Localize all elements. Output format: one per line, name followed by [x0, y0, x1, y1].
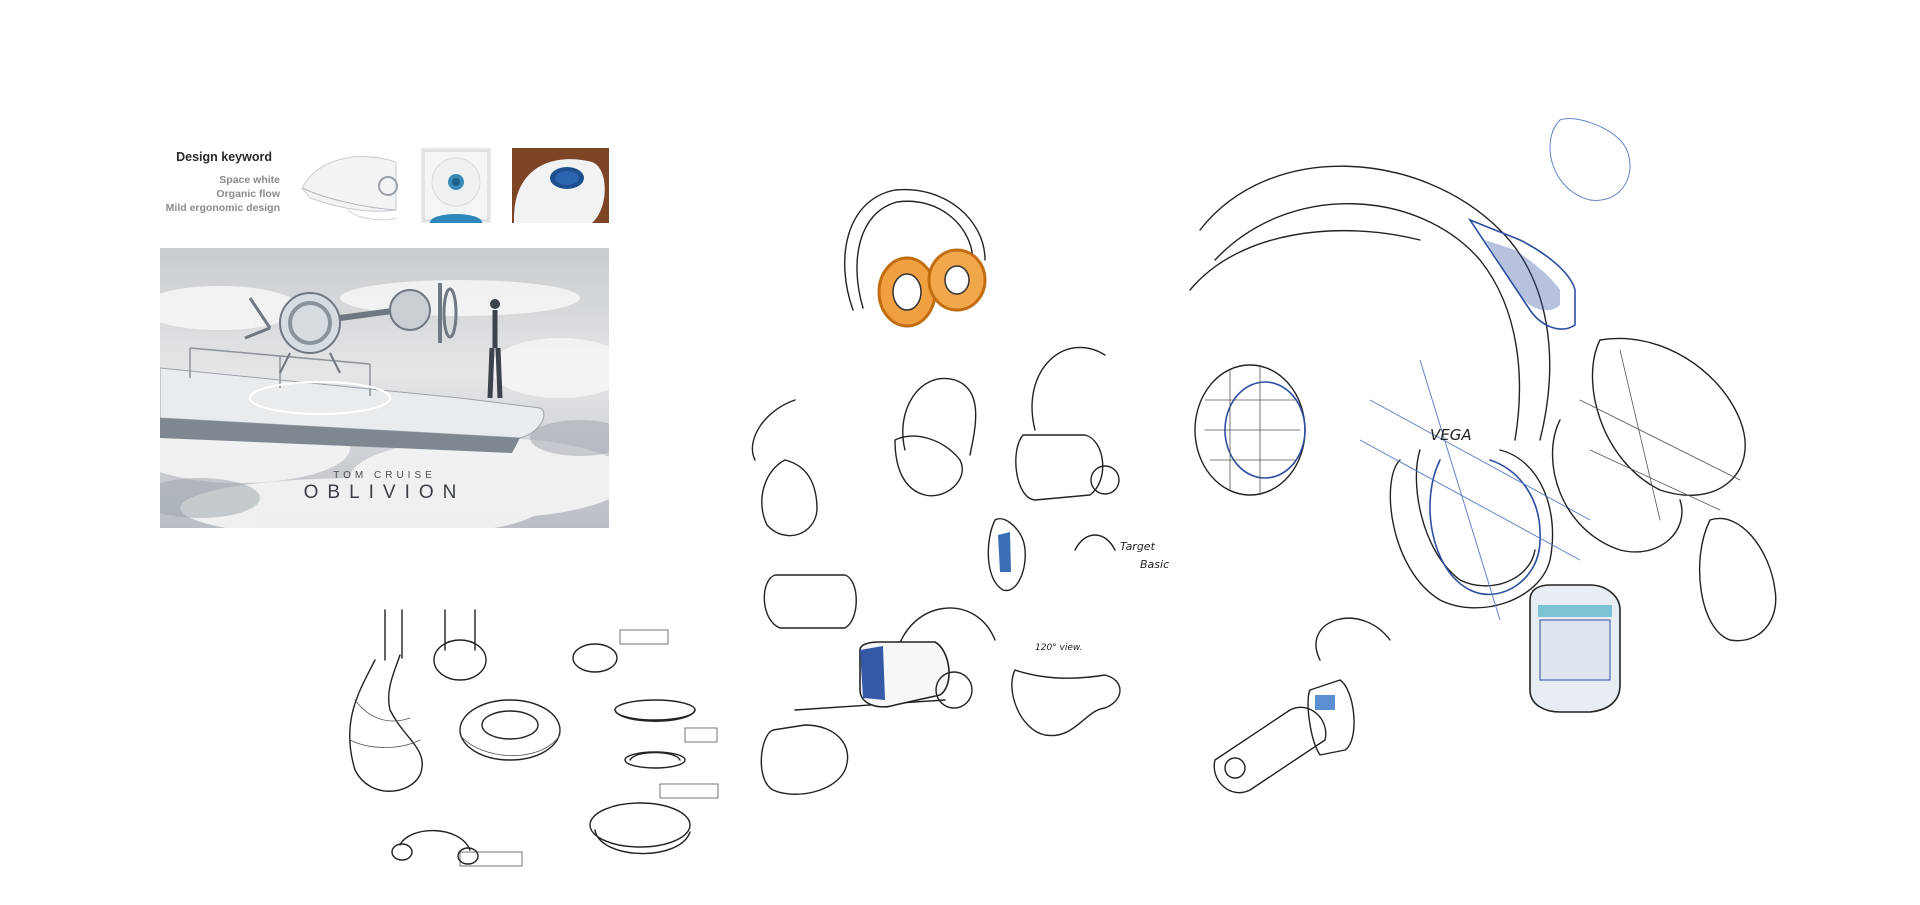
- annotation-basic: Basic: [1140, 558, 1169, 571]
- blue-clip-sketch: [1467, 118, 1631, 330]
- stacked-earpiece-sketches: [1551, 337, 1777, 642]
- annotation-target: Target: [1120, 540, 1156, 553]
- poster-title: OBLIVION: [303, 482, 466, 503]
- keyword-item: Organic flow: [216, 188, 280, 200]
- blue-screen-earpiece-sketch: [1529, 584, 1621, 713]
- reference-thumb-mouse: [512, 148, 609, 223]
- keyword-item: Space white: [219, 174, 280, 186]
- annotation-120-view: 120° view.: [1035, 643, 1083, 653]
- earbud-pair-sketch: [391, 829, 479, 865]
- reference-thumb-speaker: [421, 148, 491, 223]
- concept-sketch-group-center: 120° view.: [751, 188, 1121, 795]
- blue-earpiece-sketch: [859, 607, 996, 709]
- ear-cushion-sketch: [1194, 364, 1306, 496]
- reference-thumb-white-device: [298, 148, 398, 223]
- concept-sketch-group-left: [348, 609, 719, 867]
- earhook-sketches: [751, 377, 977, 795]
- oblivion-movie-poster: TOM CRUISE OBLIVION: [160, 248, 609, 528]
- keyword-item: Mild ergonomic design: [165, 202, 280, 214]
- disc-device-sketches: [459, 629, 719, 867]
- concept-sketch-group-right: VEGA Target Basic: [1120, 118, 1777, 794]
- headphone-sketch: [843, 188, 987, 328]
- cylinder-earpiece-sketch: [1213, 617, 1391, 794]
- annotation-vega: VEGA: [1430, 426, 1472, 444]
- neckband-sketch: [348, 609, 423, 792]
- design-keyword-list: Space white Organic flow Mild ergonomic …: [130, 173, 280, 215]
- poster-actor-name: TOM CRUISE: [333, 470, 436, 481]
- side-earpiece-sketches: [987, 346, 1120, 591]
- round-device-sketch: [433, 609, 561, 761]
- design-keyword-title: Design keyword: [176, 150, 272, 164]
- handwritten-notes: Target Basic: [1120, 540, 1169, 571]
- side-view-grip-sketch: 120° view.: [1011, 643, 1121, 737]
- vega-neckband-sketch: VEGA: [1189, 165, 1591, 621]
